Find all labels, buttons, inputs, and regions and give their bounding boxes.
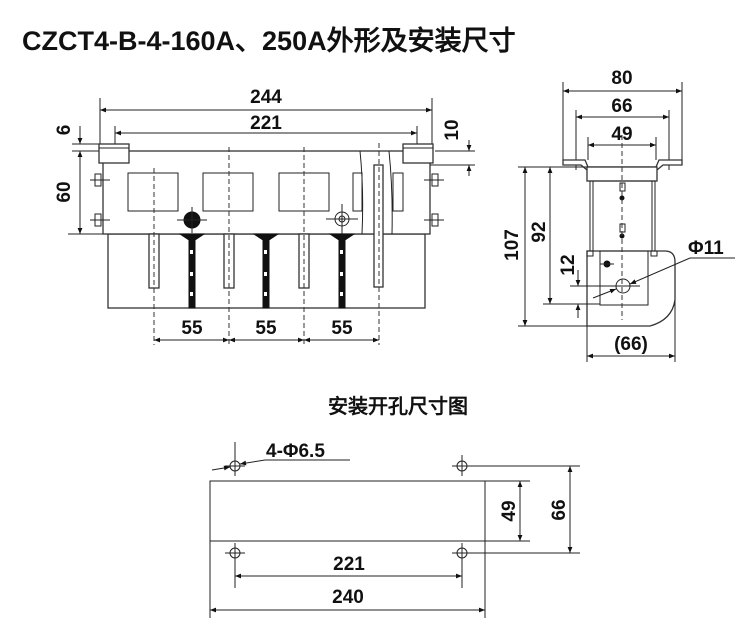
dim-total-height: 107: [502, 229, 523, 261]
window: [202, 172, 254, 212]
right-bracket: [402, 143, 434, 164]
dim-hole-offset: 12: [558, 254, 579, 275]
dim-pitch-1: 55: [181, 318, 203, 339]
dim-bracket-thickness: 6: [54, 125, 75, 136]
dim-hole-height: 92: [529, 221, 550, 242]
dim-outer-height: 66: [549, 499, 570, 520]
dim-pitch-2: 55: [255, 318, 277, 339]
dim-pitch-3: 55: [331, 318, 353, 339]
dim-hole-spacing: 66: [611, 96, 632, 117]
dim-width: 240: [332, 587, 364, 608]
window: [127, 172, 179, 212]
dim-base-width: (66): [614, 334, 648, 355]
left-bracket: [98, 143, 130, 164]
drawing-title: CZCT4-B-4-160A、250A外形及安装尺寸: [22, 26, 516, 56]
terminal-bars: [178, 233, 356, 309]
side-view: 80 66 49 107 92 12 Φ11: [502, 68, 735, 362]
cutout-title: 安装开孔尺寸图: [328, 394, 468, 418]
cutout-view: 安装开孔尺寸图 4-Φ6.5 49 66 221 240: [209, 394, 580, 618]
dim-mount-spacing: 221: [250, 113, 282, 134]
dim-hole-diameter: Φ11: [688, 238, 724, 259]
dim-flange-width: 80: [611, 68, 632, 89]
mounting-hole-icon: [225, 442, 472, 588]
dim-holes: 4-Φ6.5: [266, 441, 325, 462]
dim-hole-spacing: 221: [333, 554, 365, 575]
dim-overall-width: 244: [250, 87, 282, 108]
dim-body-height: 60: [54, 181, 75, 202]
front-view: 244 221 6 60 10: [54, 87, 475, 345]
dim-body-width: 49: [611, 124, 632, 145]
dim-right-offset: 10: [442, 119, 463, 140]
bolt-icon: [90, 173, 444, 227]
cutout-rectangle: [209, 480, 486, 542]
dim-inner-height: 49: [499, 500, 520, 521]
